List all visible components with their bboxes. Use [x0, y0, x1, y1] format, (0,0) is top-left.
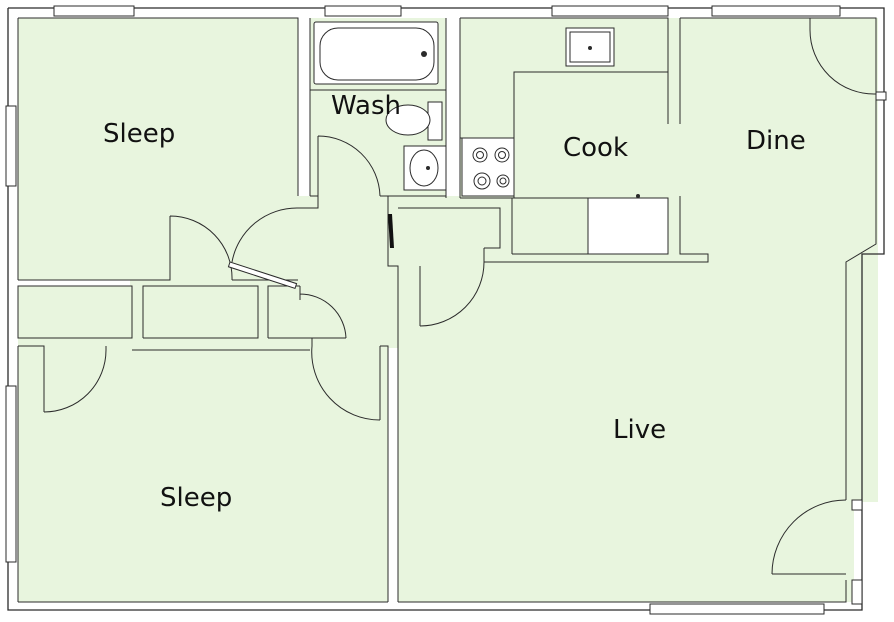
door-frame-live-bottom: [851, 579, 863, 605]
door-sliding-panel: [227, 261, 298, 290]
door-hall-swing: [317, 135, 381, 197]
bathtub-drain-icon: [421, 51, 427, 57]
door-live-entry: [771, 499, 847, 575]
doors: [43, 18, 887, 605]
door-hall-top-arc: [231, 207, 299, 263]
window-top-dine: [711, 5, 841, 17]
burner-icon: [477, 176, 487, 186]
room-label-sleep-top: Sleep: [103, 119, 175, 149]
room-label-wash: Wash: [331, 91, 401, 121]
door-closet-small: [299, 286, 347, 339]
window-left-bottom: [5, 385, 17, 563]
bathtub-basin: [319, 27, 435, 81]
window-bottom-live: [649, 603, 825, 615]
window-top-kitchen: [551, 5, 669, 17]
door-frame-dine: [875, 91, 887, 101]
refrigerator: [587, 197, 669, 255]
floor-fills: [18, 18, 878, 602]
room-fill-closets: [18, 286, 338, 346]
door-hall-closet: [419, 248, 485, 327]
windows: [5, 5, 841, 615]
door-dine-entry: [809, 18, 877, 95]
door-bedroom2-entry: [311, 338, 381, 421]
door-sleep-bottom: [43, 346, 107, 413]
sink-basin: [409, 149, 439, 187]
room-fill-sleep-bottom: [18, 346, 388, 602]
room-labels: Sleep Wash Cook Dine Sleep Live: [103, 91, 806, 513]
fridge-handle-icon: [636, 194, 640, 198]
room-label-dine: Dine: [746, 126, 806, 156]
room-label-live: Live: [613, 415, 666, 445]
window-top-wash: [324, 5, 402, 17]
burner-icon: [499, 177, 507, 185]
kitchen-sink-drain-icon: [588, 46, 592, 50]
kitchen-fixtures: [461, 27, 669, 255]
stove: [461, 137, 515, 197]
exterior-walls: [7, 7, 885, 611]
burner-icon: [476, 151, 484, 159]
room-label-sleep-bottom: Sleep: [160, 483, 232, 513]
bathroom-fixtures: [313, 21, 447, 191]
burner-icon: [498, 151, 506, 159]
window-top-left: [53, 5, 135, 17]
window-left-top: [5, 105, 17, 187]
sink-drain-icon: [426, 166, 430, 170]
room-label-cook: Cook: [563, 133, 628, 163]
room-fill-dine: [680, 18, 878, 262]
hall-marker: [388, 214, 394, 248]
toilet-bowl: [385, 104, 431, 136]
door-frame-live: [851, 499, 863, 511]
